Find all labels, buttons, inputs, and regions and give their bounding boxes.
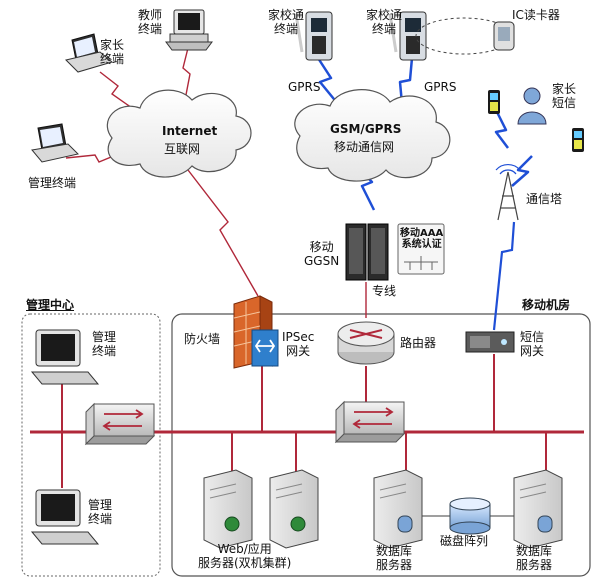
gprs-label-2: GPRS bbox=[424, 80, 457, 94]
ipsec-label: IPSec 网关 bbox=[282, 330, 315, 358]
router-label: 路由器 bbox=[400, 336, 437, 350]
sms-gateway-label: 短信 网关 bbox=[520, 330, 545, 358]
teacher-terminal-icon bbox=[165, 9, 213, 51]
db-server-1-label: 数据库 服务器 bbox=[376, 544, 413, 572]
parent-terminal-icon bbox=[65, 33, 114, 73]
home-school-1-label: 家校通 终端 bbox=[268, 8, 305, 36]
core-switch-icon bbox=[334, 400, 406, 444]
router-icon bbox=[337, 321, 395, 365]
web-server-2-icon bbox=[269, 469, 319, 549]
db-server-2-label: 数据库 服务器 bbox=[516, 544, 553, 572]
mobile-room-frame bbox=[171, 313, 591, 577]
disk-array-icon bbox=[449, 497, 491, 535]
wireless-links bbox=[316, 57, 533, 211]
web-server-1-icon bbox=[203, 469, 253, 549]
mobile-phone-1-icon bbox=[488, 90, 500, 114]
mgmt-center-label: 管理中心 bbox=[26, 298, 75, 312]
db-server-2-icon bbox=[513, 469, 563, 549]
ggsn-label: 移动 GGSN bbox=[304, 240, 340, 268]
gsm-cloud-subtitle: 移动通信网 bbox=[334, 140, 395, 154]
firewall-label: 防火墙 bbox=[184, 332, 221, 346]
disk-array-label: 磁盘阵列 bbox=[440, 534, 489, 548]
communication-tower-icon bbox=[495, 164, 521, 221]
internet-cloud-title: Internet bbox=[162, 124, 218, 138]
aaa-auth-icon bbox=[397, 223, 445, 275]
aaa-label: 移动AAA 系统认证 bbox=[400, 228, 444, 250]
mgmt-desktop-1-icon bbox=[30, 329, 100, 385]
home-school-2-label: 家校通 终端 bbox=[366, 8, 403, 36]
tower-sms-link bbox=[492, 221, 516, 331]
home-school-terminal-2-icon bbox=[388, 11, 427, 61]
ipsec-gateway-icon bbox=[251, 329, 279, 367]
internet-cloud-subtitle: 互联网 bbox=[164, 142, 201, 156]
home-school-terminal-1-icon bbox=[294, 11, 333, 61]
mgmt-terminal-top-label: 管理终端 bbox=[28, 176, 77, 190]
parent-sms-label: 家长 短信 bbox=[552, 82, 577, 110]
teacher-terminal-label: 教师 终端 bbox=[138, 8, 163, 36]
gprs-label-1: GPRS bbox=[288, 80, 321, 94]
mobile-phone-2-icon bbox=[572, 128, 584, 152]
ic-reader-label: IC读卡器 bbox=[512, 8, 560, 22]
mobile-room-label: 移动机房 bbox=[522, 298, 571, 312]
internet-firewall-link bbox=[187, 169, 259, 297]
web-servers-label: Web/应用 服务器(双机集群) bbox=[198, 542, 292, 570]
parent-terminal-label: 家长 终端 bbox=[100, 38, 125, 66]
parent-person-icon bbox=[517, 87, 547, 125]
internet-cloud bbox=[106, 89, 252, 178]
gsm-cloud bbox=[294, 89, 451, 182]
db-server-1-icon bbox=[373, 469, 423, 549]
ic-reader-icon bbox=[493, 21, 515, 51]
mgmt-desktop-2-icon bbox=[30, 489, 100, 545]
tower-label: 通信塔 bbox=[526, 192, 563, 206]
mgmt-terminal-laptop-icon bbox=[31, 123, 79, 163]
mgmt-switch-icon bbox=[84, 402, 156, 446]
mgmt-1-label: 管理 终端 bbox=[92, 330, 117, 358]
sms-gateway-icon bbox=[465, 331, 515, 353]
dedicated-line-label: 专线 bbox=[372, 284, 397, 298]
ggsn-icon bbox=[345, 223, 389, 281]
mgmt-2-label: 管理 终端 bbox=[88, 498, 113, 526]
gsm-cloud-title: GSM/GPRS bbox=[330, 122, 402, 136]
mgmt-center-frame bbox=[21, 313, 161, 577]
